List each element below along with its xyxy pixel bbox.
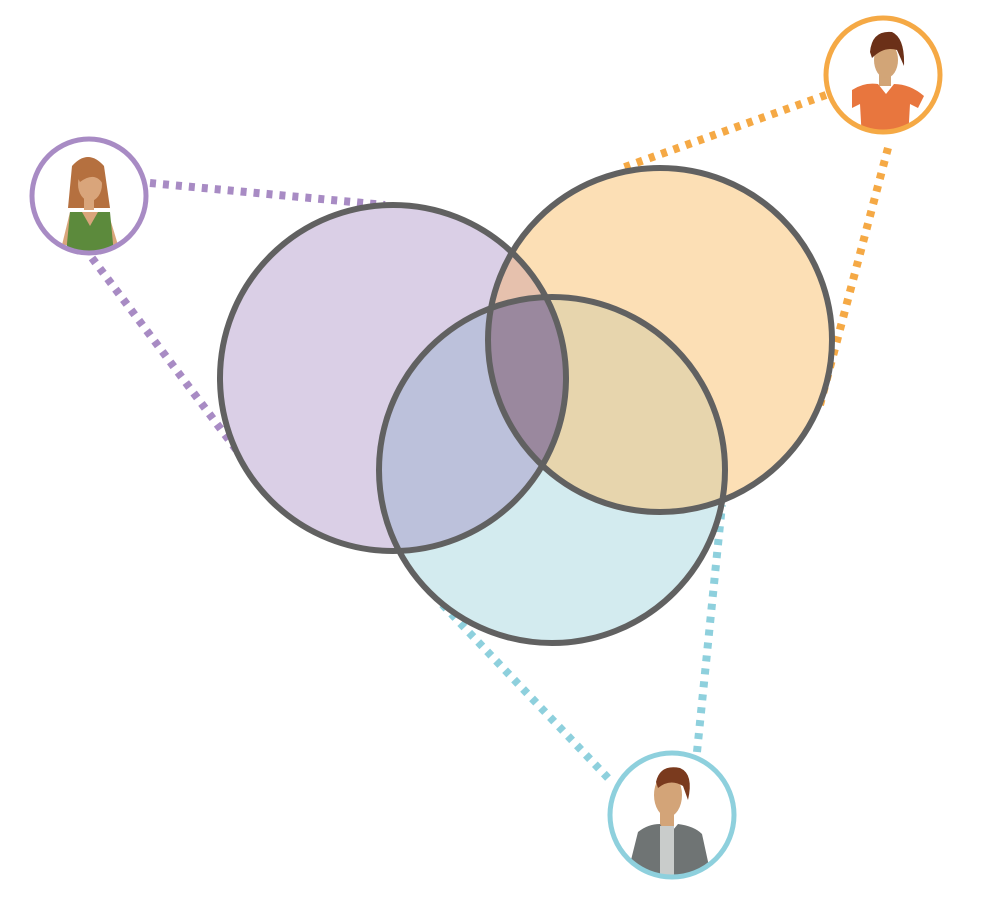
woman-top [66, 212, 114, 253]
man-grey-shirt-strip [660, 826, 674, 877]
connector-orange-man-to-orange [620, 91, 828, 172]
man-grey-jacket-icon [626, 767, 712, 877]
venn-overlap-orange-blue [488, 297, 725, 512]
venn-outline-blue [376, 294, 728, 646]
man-orange-avatar-ring [823, 15, 943, 135]
connector-grey-man-to-blue-right [693, 504, 726, 753]
person-woman [29, 136, 149, 256]
woman-neck [84, 196, 94, 210]
person-man-grey [607, 750, 737, 880]
venn-fills [220, 168, 832, 643]
woman-hair-fringe [77, 165, 104, 186]
man-orange-hair [870, 31, 905, 66]
venn-outline-purple [217, 202, 569, 554]
connector-woman-to-purple [149, 179, 386, 209]
connector-woman-to-purple-lower [88, 255, 242, 455]
man-grey-hair [656, 767, 690, 800]
venn-outlines [217, 165, 835, 646]
connector-lines [88, 91, 892, 781]
woman-avatar-ring [29, 136, 149, 256]
woman-green-top-icon [62, 157, 118, 253]
venn-outline-orange [485, 165, 835, 515]
man-grey-avatar-ring [607, 750, 737, 880]
connector-grey-man-to-blue [437, 599, 611, 781]
person-man-orange [823, 15, 943, 135]
